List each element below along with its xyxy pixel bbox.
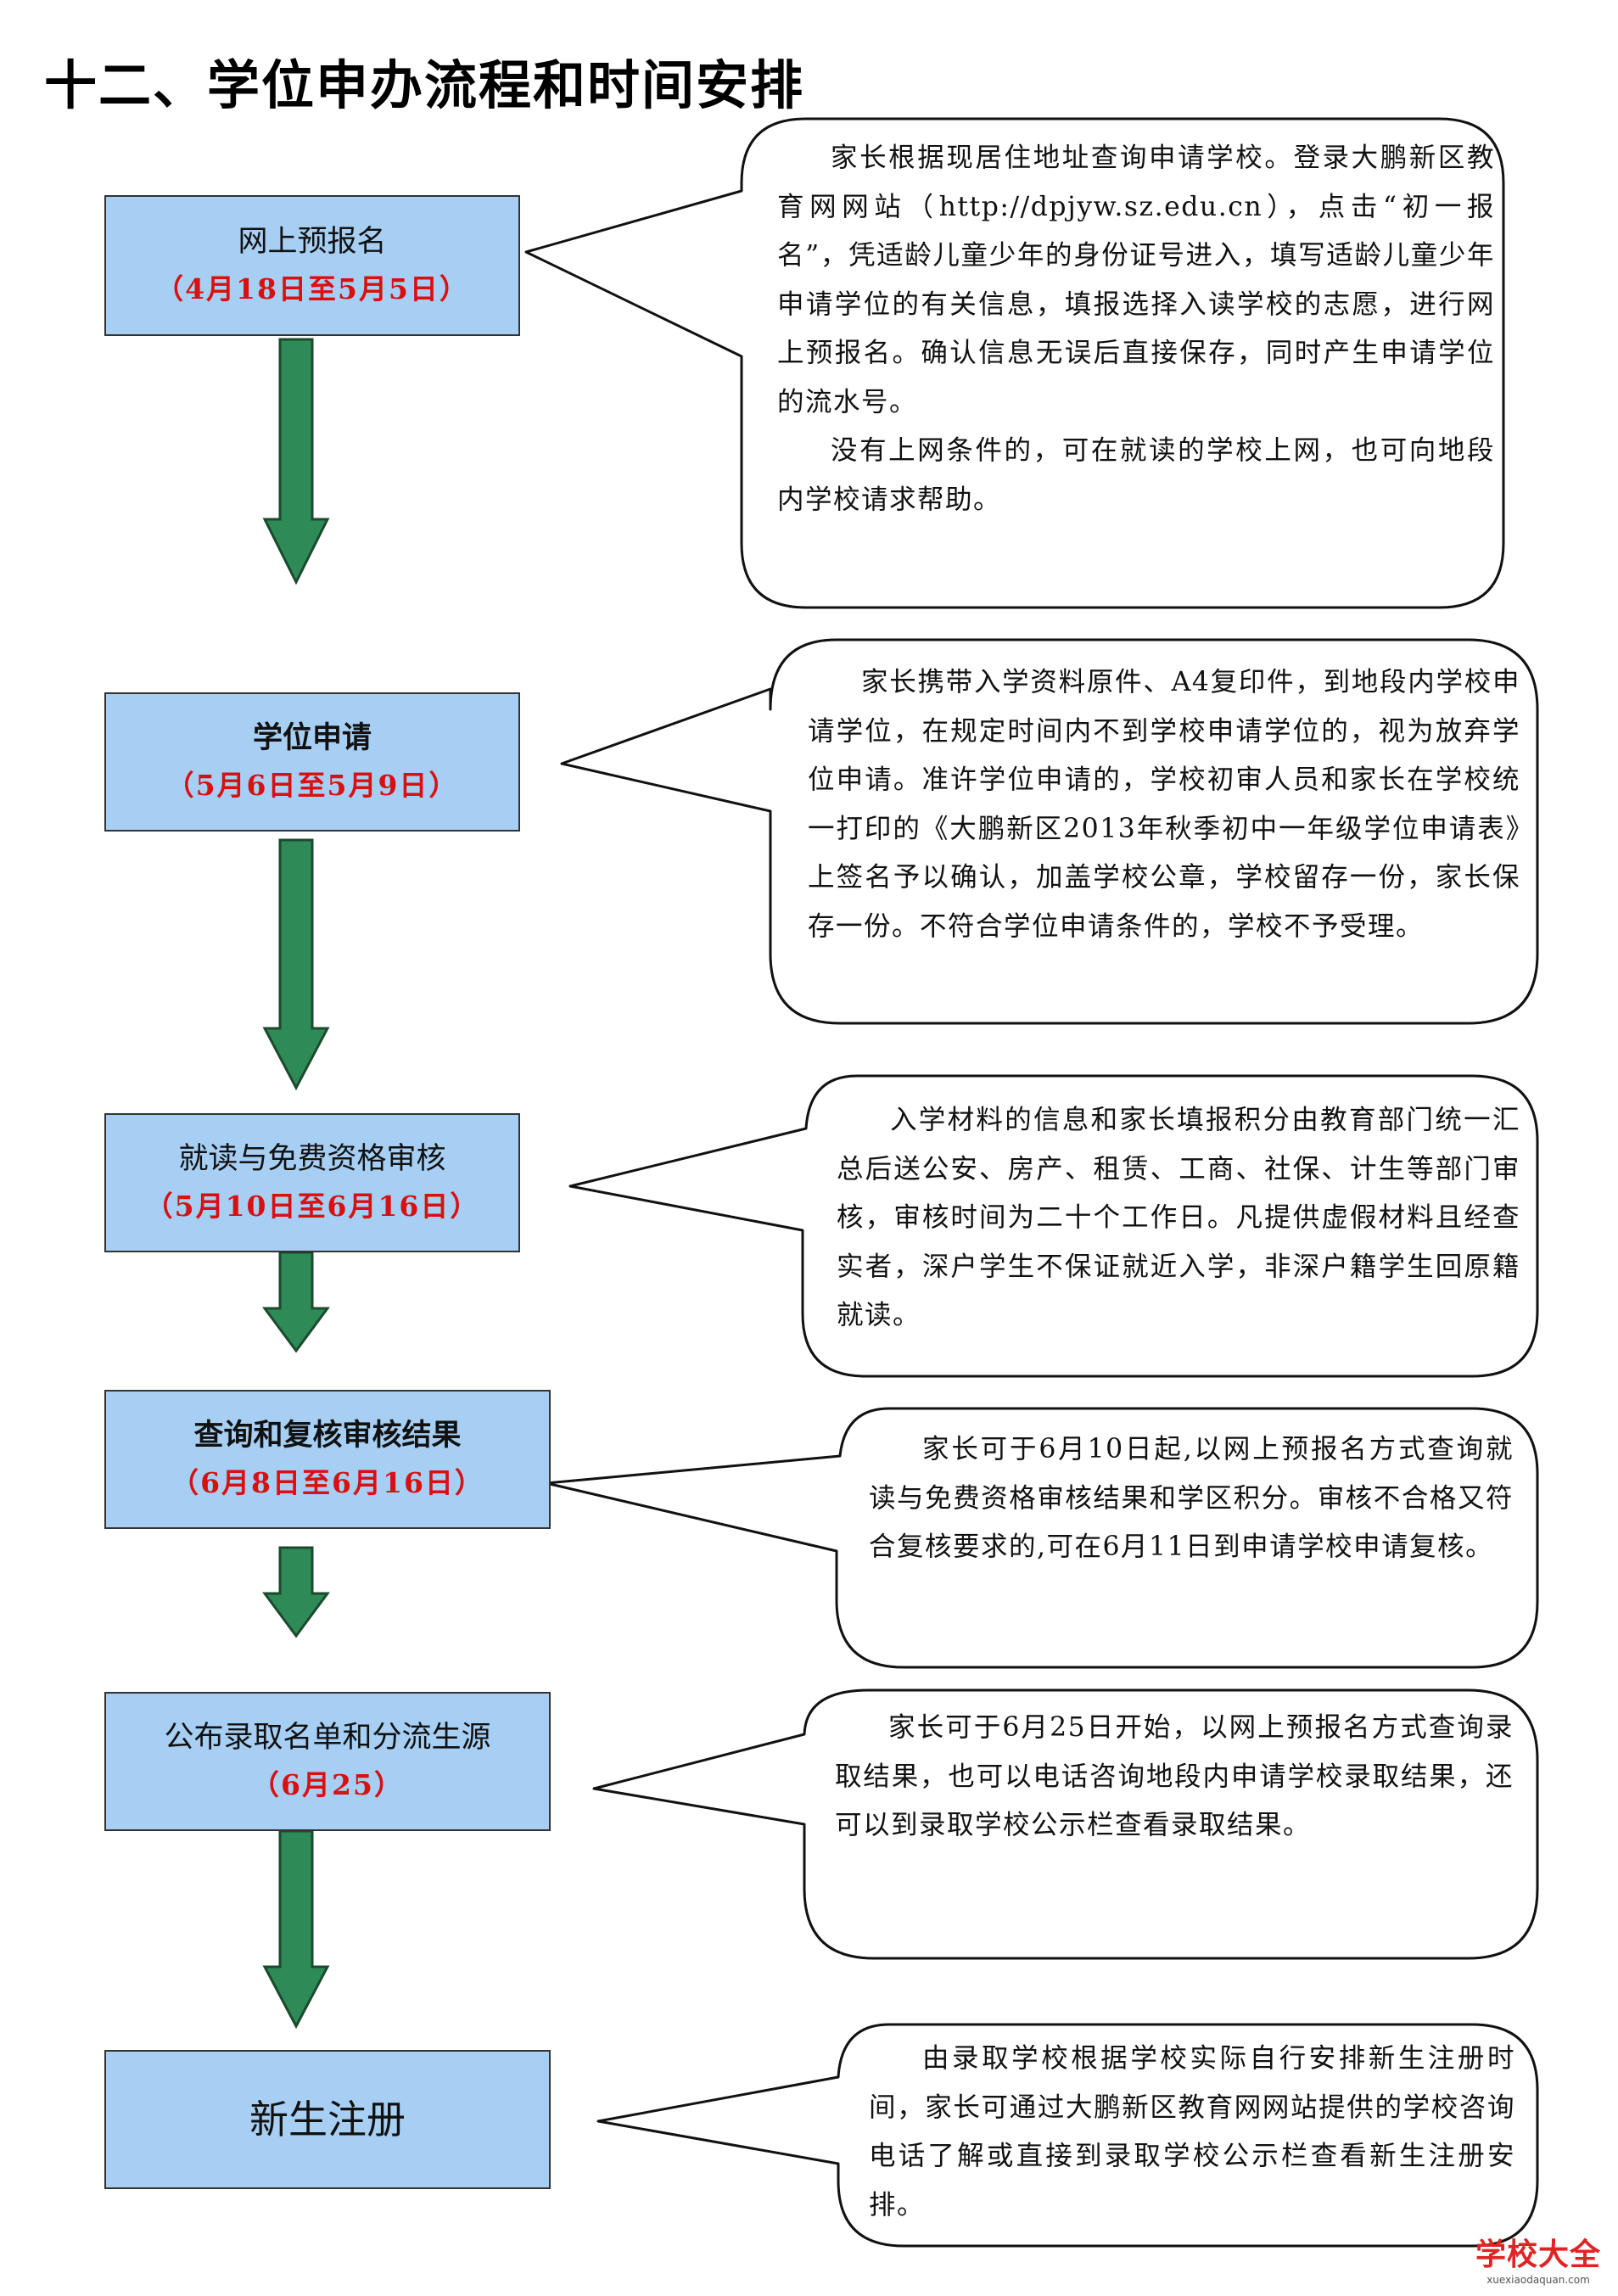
callout-text-2: 家长携带入学资料原件、A4复印件，到地段内学校申请学位，在规定时间内不到学校申请… [808, 658, 1520, 951]
step-name: 就读与免费资格审核 [178, 1142, 446, 1176]
step-box-place-application: 学位申请 （5月6日至5月9日） [104, 692, 520, 832]
callout-bubble-1 [524, 117, 1505, 609]
step-box-online-preregistration: 网上预报名 （4月18日至5月5日） [104, 195, 520, 336]
arrow-down-3 [262, 1251, 330, 1353]
arrow-down-4 [262, 1546, 330, 1638]
arrow-down-5 [262, 1829, 330, 2030]
step-box-eligibility-review: 就读与免费资格审核 （5月10日至6月16日） [104, 1113, 520, 1252]
step-date: （6月25） [251, 1768, 404, 1801]
callout-text-1: 家长根据现居住地址查询申请学校。登录大鹏新区教育网网站（http://dpjyw… [777, 134, 1495, 524]
note-paragraph: 家长可于6月10日起,以网上预报名方式查询就读与免费资格审核结果和学区积分。审核… [869, 1434, 1514, 1562]
site-watermark: 学校大全 xuexiaodaquan.com [1475, 2230, 1602, 2286]
note-paragraph: 入学材料的信息和家长填报积分由教育部门统一汇总后送公安、房产、租赁、工商、社保、… [837, 1105, 1520, 1330]
note-paragraph: 家长可于6月25日开始，以网上预报名方式查询录取结果，也可以电话咨询地段内申请学… [835, 1712, 1514, 1840]
arrow-down-2 [262, 838, 330, 1091]
note-paragraph: 家长根据现居住地址查询申请学校。登录大鹏新区教育网网站（http://dpjyw… [777, 143, 1495, 417]
note-paragraph: 没有上网条件的，可在就读的学校上网，也可向地段内学校请求帮助。 [777, 435, 1495, 515]
callout-bubble-2 [560, 638, 1539, 1025]
callout-bubble-6 [596, 2023, 1539, 2248]
step-date: （5月6日至5月9日） [165, 769, 459, 802]
step-name: 查询和复核审核结果 [193, 1418, 462, 1453]
step-date: （4月18日至5月5日） [155, 272, 469, 305]
note-paragraph: 由录取学校根据学校实际自行安排新生注册时间，家长可通过大鹏新区教育网网站提供的学… [869, 2043, 1515, 2220]
callout-bubble-5 [592, 1688, 1539, 1960]
note-paragraph: 家长携带入学资料原件、A4复印件，到地段内学校申请学位，在规定时间内不到学校申请… [808, 667, 1520, 942]
step-name: 网上预报名 [238, 225, 387, 259]
page-title: 十二、学位申办流程和时间安排 [44, 54, 805, 116]
callout-text-6: 由录取学校根据学校实际自行安排新生注册时间，家长可通过大鹏新区教育网网站提供的学… [869, 2035, 1515, 2230]
step-name: 公布录取名单和分流生源 [164, 1721, 491, 1755]
step-date: （5月10日至6月16日） [144, 1190, 480, 1223]
arrow-down-1 [262, 338, 330, 585]
step-box-admission-list: 公布录取名单和分流生源 （6月25） [104, 1692, 551, 1831]
step-name: 新生注册 [249, 2097, 406, 2142]
callout-text-5: 家长可于6月25日开始，以网上预报名方式查询录取结果，也可以电话咨询地段内申请学… [835, 1704, 1514, 1851]
callout-text-3: 入学材料的信息和家长填报积分由教育部门统一汇总后送公安、房产、租赁、工商、社保、… [837, 1096, 1520, 1341]
step-name: 学位申请 [252, 720, 372, 755]
step-date: （6月8日至6月16日） [171, 1466, 484, 1499]
callout-bubble-4 [545, 1407, 1539, 1669]
watermark-title: 学校大全 [1475, 2237, 1601, 2272]
step-box-new-student-registration: 新生注册 [104, 2050, 551, 2189]
watermark-url: xuexiaodaquan.com [1486, 2274, 1590, 2286]
step-box-query-and-recheck: 查询和复核审核结果 （6月8日至6月16日） [104, 1390, 551, 1529]
callout-text-4: 家长可于6月10日起,以网上预报名方式查询就读与免费资格审核结果和学区积分。审核… [869, 1425, 1514, 1572]
callout-bubble-3 [568, 1074, 1539, 1378]
